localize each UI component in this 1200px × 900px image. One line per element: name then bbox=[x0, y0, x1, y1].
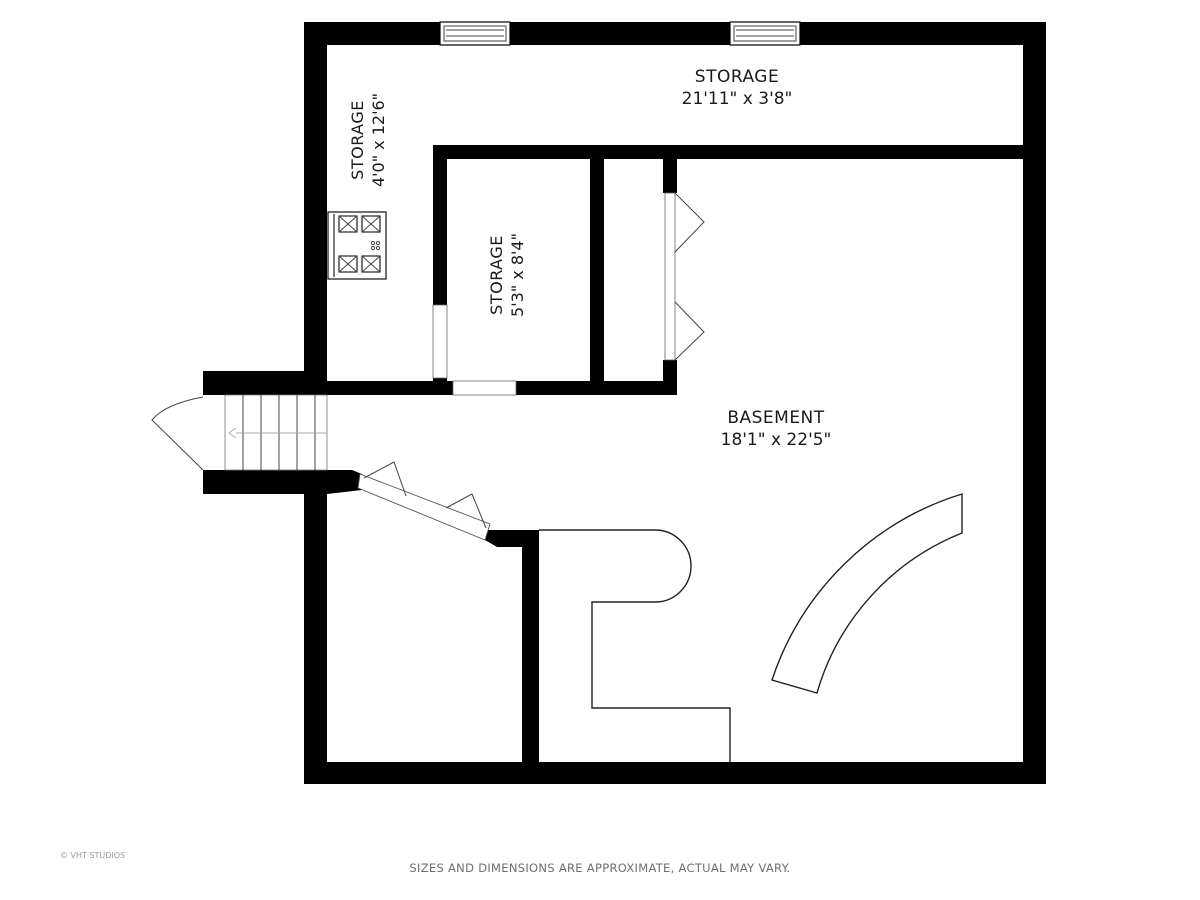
room-label-basement: BASEMENT 18'1" x 22'5" bbox=[721, 408, 832, 450]
counter-island bbox=[539, 529, 731, 762]
staircase bbox=[224, 394, 328, 471]
room-name: STORAGE bbox=[695, 67, 779, 87]
disclaimer-text: SIZES AND DIMENSIONS ARE APPROXIMATE, AC… bbox=[409, 861, 790, 875]
copyright-text: © VHT STUDIOS bbox=[60, 851, 125, 860]
room-name: BASEMENT bbox=[727, 408, 824, 428]
curved-bar-counter bbox=[771, 493, 963, 694]
room-dims: 4'0" x 12'6" bbox=[369, 93, 388, 187]
door-storage-bottom bbox=[452, 380, 517, 396]
room-label-storage-mid: STORAGE 5'3" x 8'4" bbox=[487, 233, 527, 317]
stove-icon bbox=[327, 211, 387, 280]
room-dims: 21'11" x 3'8" bbox=[682, 89, 793, 109]
room-dims: 18'1" x 22'5" bbox=[721, 430, 832, 450]
window-top-left bbox=[439, 21, 511, 46]
door-storage-mid-left bbox=[432, 304, 448, 379]
stair-door-swing bbox=[151, 396, 204, 471]
room-name: STORAGE bbox=[487, 235, 506, 315]
room-label-storage-left: STORAGE 4'0" x 12'6" bbox=[348, 93, 388, 187]
window-top-right bbox=[729, 21, 801, 46]
room-dims: 5'3" x 8'4" bbox=[508, 233, 527, 317]
room-name: STORAGE bbox=[348, 100, 367, 180]
room-label-storage-top: STORAGE 21'11" x 3'8" bbox=[682, 67, 793, 109]
angled-bifold-door bbox=[357, 461, 491, 541]
closet-bifold-door bbox=[664, 192, 705, 361]
walls bbox=[203, 22, 1046, 784]
